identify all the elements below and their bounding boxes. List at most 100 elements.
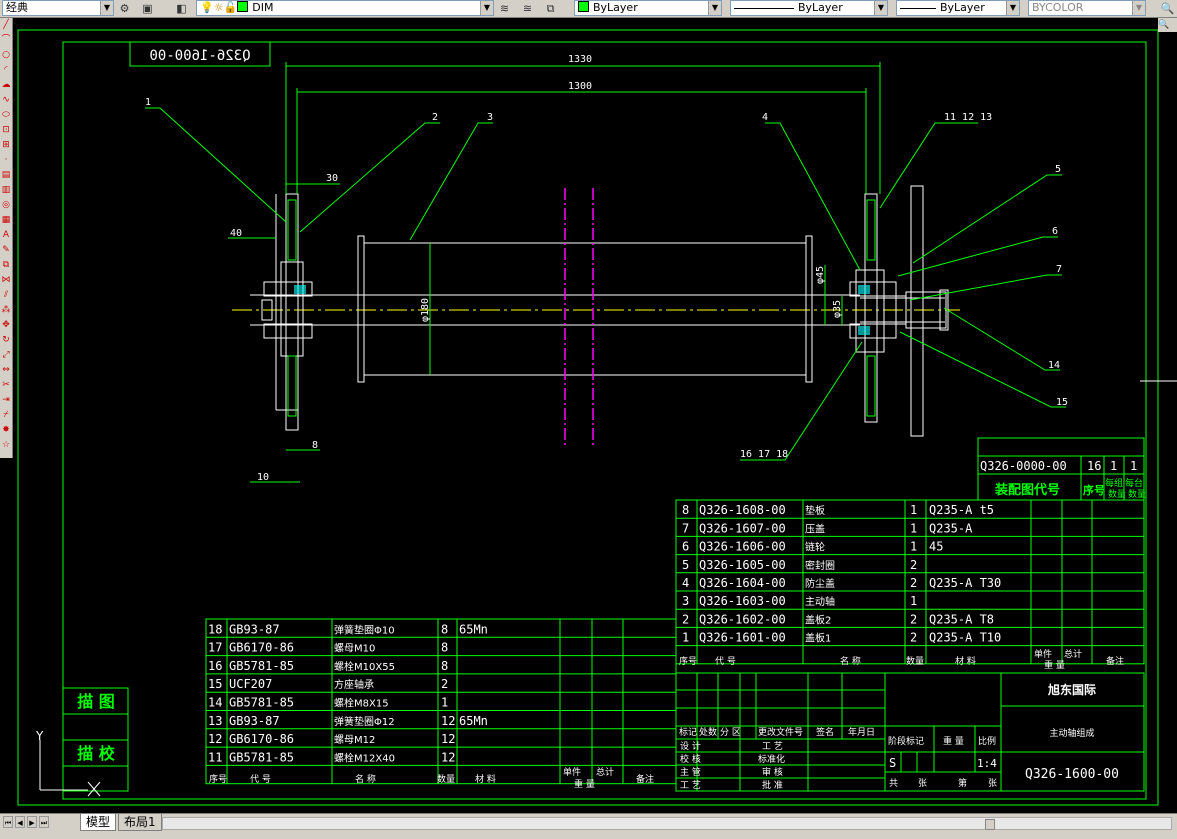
rt-header-mat: 材 料 <box>955 655 976 667</box>
right-part-row-8-mat: Q235-A t5 <box>929 503 994 517</box>
left-part-row-12-code: GB6170-86 <box>229 732 294 746</box>
assembly-h-qc: 每台 <box>1125 477 1143 489</box>
parts-table-left <box>205 618 677 785</box>
region-tool-icon[interactable]: ◎ <box>2 200 10 210</box>
line-tool-icon[interactable]: ╱ <box>3 20 9 30</box>
tab-model[interactable]: 模型 <box>80 814 117 831</box>
stretch-tool-icon[interactable]: ⇔ <box>2 365 10 375</box>
gradient-tool-icon[interactable]: ▥ <box>1 185 11 195</box>
chevron-down-icon: ▼ <box>100 1 113 15</box>
left-part-row-13-mat: 65Mn <box>459 714 488 728</box>
gear-icon[interactable]: ⚙ <box>119 2 130 15</box>
circle-tool-icon[interactable]: ○ <box>2 50 10 60</box>
balloon-7: 7 <box>1056 264 1062 275</box>
balloon-1: 1 <box>145 97 151 108</box>
tb-zhuguan: 主 管 <box>680 766 701 778</box>
tb-shenhe: 审 核 <box>762 766 783 778</box>
tb-di: 第 <box>958 777 967 789</box>
title-block <box>675 672 1145 792</box>
trim-tool-icon[interactable]: ✂ <box>2 380 10 390</box>
right-part-row-7-code: Q326-1607-00 <box>699 521 786 535</box>
chevron-down-icon: ▼ <box>480 1 493 15</box>
left-part-row-12-qty: 12 <box>441 732 455 746</box>
first-tab-icon[interactable]: ⏮ <box>3 816 13 828</box>
prev-tab-icon[interactable]: ◀ <box>15 816 25 828</box>
tb-jieduan: 阶段标记 <box>888 735 924 747</box>
layer-state-icon[interactable]: ⧉ <box>546 2 555 15</box>
dim-8: 8 <box>312 440 318 451</box>
explode-tool-icon[interactable]: ✸ <box>2 425 10 435</box>
break-tool-icon[interactable]: ⌿ <box>3 410 9 420</box>
array-tool-icon[interactable]: ⁂ <box>1 305 11 315</box>
table-tool-icon[interactable]: ▦ <box>1 215 11 225</box>
tb-zhang1: 张 <box>918 778 927 789</box>
left-part-row-17-code: GB6170-86 <box>229 641 294 655</box>
point-tool-icon[interactable]: · <box>4 155 8 165</box>
parts-table-right <box>675 499 1145 665</box>
left-part-row-13-qty: 12 <box>441 714 455 728</box>
ellipse-tool-icon[interactable]: ⬭ <box>2 110 10 120</box>
workspace-dropdown[interactable]: 经典▼ <box>2 0 114 16</box>
assembly-q1: 1 <box>1110 459 1117 473</box>
color-dropdown[interactable]: ByLayer▼ <box>574 0 722 16</box>
scrollbar-thumb[interactable] <box>985 819 995 830</box>
balloon-2: 2 <box>432 112 438 123</box>
right-part-row-1-qty: 2 <box>910 631 917 645</box>
rt-header-name: 名 称 <box>840 655 861 667</box>
tb-gongyi2: 工 艺 <box>762 741 783 752</box>
polyline-tool-icon[interactable]: ⌒ <box>1 35 11 45</box>
rotate-tool-icon[interactable]: ↻ <box>2 335 10 345</box>
extend-tool-icon[interactable]: ⇥ <box>2 395 10 405</box>
layer-manager-icon[interactable]: ◧ <box>176 2 187 15</box>
horizontal-scrollbar[interactable] <box>162 817 1172 830</box>
rt-header-weight: 重 量 <box>1044 659 1065 671</box>
hatch-tool-icon[interactable]: ▤ <box>1 170 11 180</box>
last-tab-icon[interactable]: ⏭ <box>39 816 49 828</box>
arc-tool-icon[interactable]: ◜ <box>4 65 8 75</box>
search-icon[interactable]: 🔍 <box>1160 2 1175 15</box>
layer-previous-icon[interactable]: ≊ <box>522 2 533 15</box>
right-part-row-4-no: 4 <box>682 576 689 590</box>
left-part-row-16-no: 16 <box>208 659 222 673</box>
left-part-row-15-qty: 2 <box>441 677 448 691</box>
scale-tool-icon[interactable]: ⤢ <box>2 350 10 360</box>
left-part-row-13-no: 13 <box>208 714 222 728</box>
erase-tool-icon[interactable]: ✎ <box>2 245 10 255</box>
left-part-row-17-name: 螺母M10 <box>334 643 375 655</box>
offset-tool-icon[interactable]: ⫽ <box>3 290 8 300</box>
lineweight-dropdown[interactable]: ByLayer▼ <box>896 0 1020 16</box>
right-part-row-8-code: Q326-1608-00 <box>699 503 786 517</box>
make-current-layer-icon[interactable]: ≋ <box>499 2 510 15</box>
right-part-row-6-mat: 45 <box>929 540 943 554</box>
right-part-row-5-code: Q326-1605-00 <box>699 558 786 572</box>
right-search-strip[interactable]: 🔍 <box>1158 18 1177 32</box>
rt-header-no: 序号 <box>679 655 697 667</box>
next-tab-icon[interactable]: ▶ <box>27 816 37 828</box>
chevron-down-icon: ▼ <box>708 1 721 15</box>
lt-header-weight: 重 量 <box>574 778 595 790</box>
mirror-tool-icon[interactable]: ⋈ <box>1 275 11 285</box>
workspace-settings-icon[interactable]: ▣ <box>142 2 153 15</box>
tb-qianming: 签名 <box>816 726 834 738</box>
layer-dropdown[interactable]: 💡☼🔓DIM▼ <box>196 0 494 16</box>
insert-block-icon[interactable]: ⊡ <box>2 125 10 135</box>
revcloud-tool-icon[interactable]: ☁ <box>1 80 11 90</box>
dim-phi45: φ45 <box>815 266 826 284</box>
tab-layout1[interactable]: 布局1 <box>118 814 162 831</box>
plotstyle-value: BYCOLOR <box>1032 1 1084 14</box>
plotstyle-dropdown[interactable]: BYCOLOR▼ <box>1028 0 1146 16</box>
tb-biaoji: 标记 <box>679 726 697 738</box>
tb-gengai: 更改文件号 <box>758 726 803 738</box>
assembly-q2: 1 <box>1130 459 1137 473</box>
mtext-tool-icon[interactable]: A <box>2 230 10 240</box>
make-block-icon[interactable]: ⊞ <box>2 140 10 150</box>
linetype-dropdown[interactable]: ByLayer▼ <box>730 0 888 16</box>
left-part-row-18-name: 弹簧垫圈Φ10 <box>334 623 395 636</box>
left-part-row-11-name: 螺栓M12X40 <box>334 751 395 764</box>
move-tool-icon[interactable]: ✥ <box>2 320 10 330</box>
star-tool-icon[interactable]: ☆ <box>1 440 11 450</box>
copy-tool-icon[interactable]: ⧉ <box>2 260 10 270</box>
spline-tool-icon[interactable]: ∿ <box>2 95 10 105</box>
rt-header-remark: 备注 <box>1106 655 1124 667</box>
